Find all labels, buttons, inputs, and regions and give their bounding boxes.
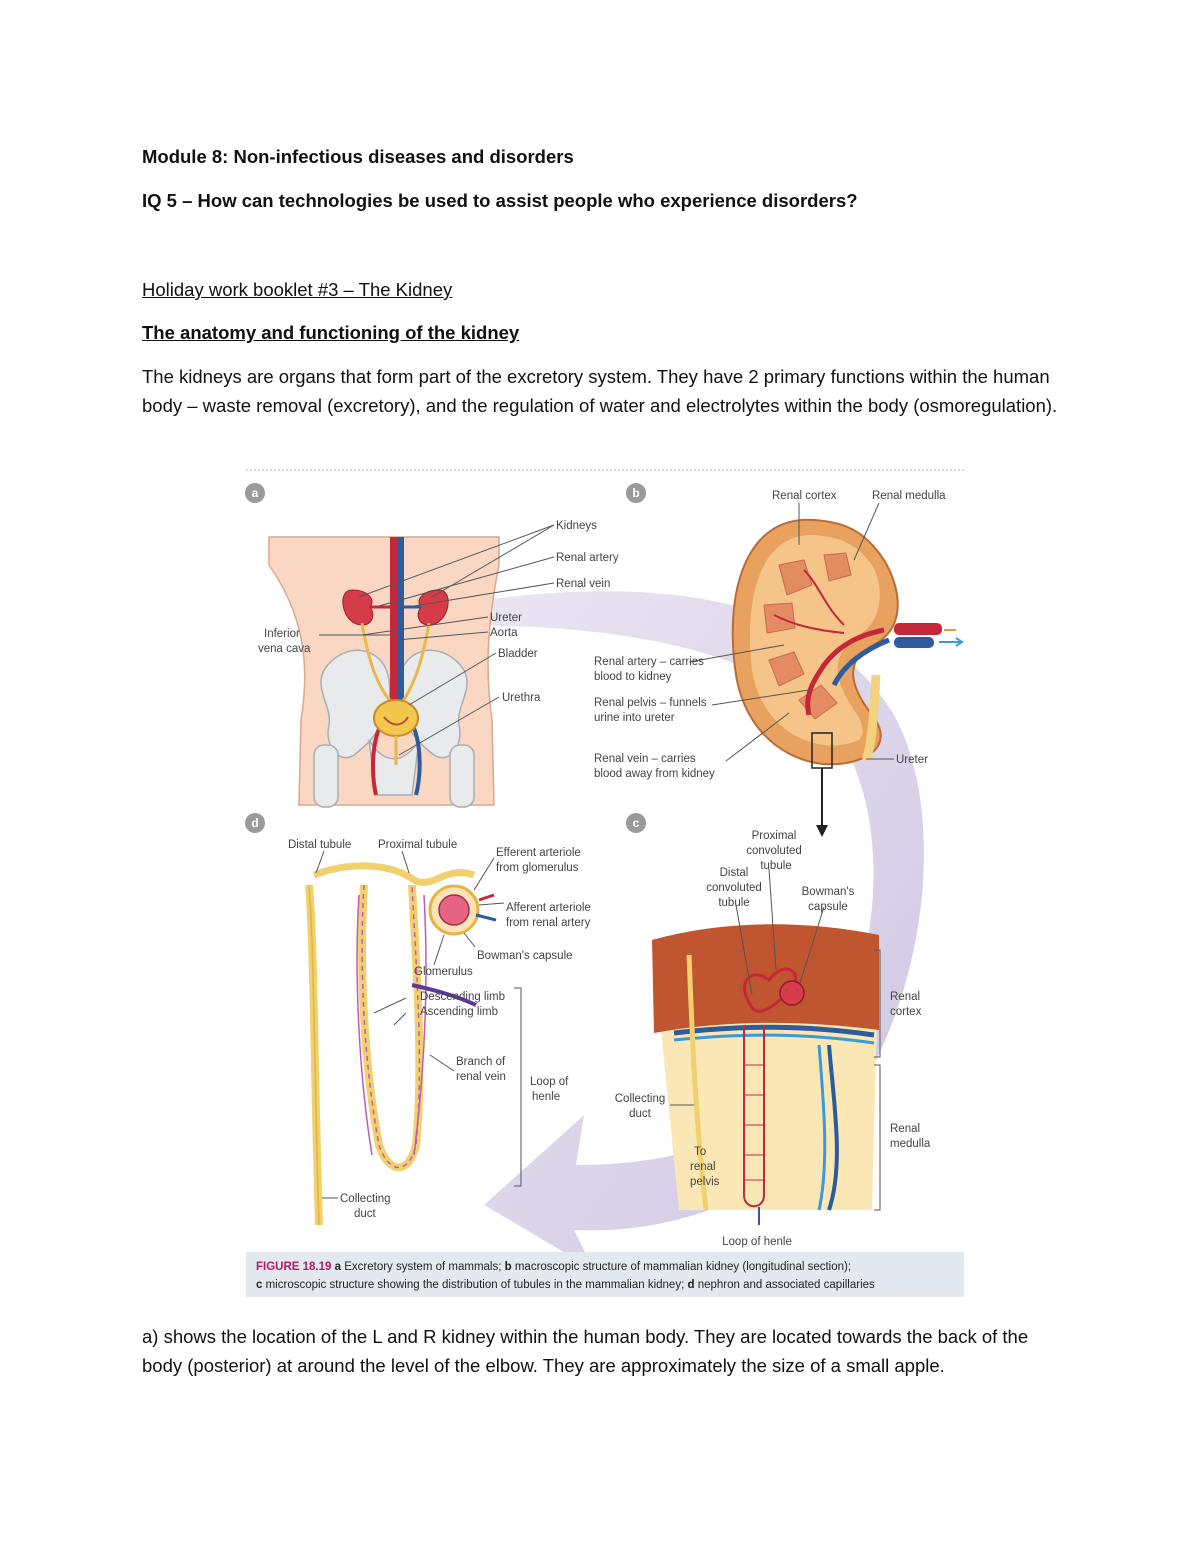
label-dct-2: convoluted — [706, 882, 762, 894]
module-title: Module 8: Non-infectious diseases and di… — [142, 146, 574, 167]
label-renal-vein-b-1: Renal vein – carries — [594, 753, 696, 765]
label-ivc-2: vena cava — [258, 643, 311, 655]
label-aorta: Aorta — [490, 627, 518, 639]
label-renal-medulla-b: Renal medulla — [872, 490, 946, 502]
label-renal-artery-b-1: Renal artery – carries — [594, 656, 704, 668]
label-pct-1: Proximal — [752, 830, 797, 842]
panel-d-nephron — [305, 862, 497, 1226]
panel-c-tissue — [652, 924, 879, 1225]
label-loop-d-1: Loop of — [530, 1076, 569, 1088]
label-pct-2: convoluted — [746, 845, 802, 857]
booklet-title: Holiday work booklet #3 – The Kidney — [142, 279, 453, 300]
label-bladder: Bladder — [498, 648, 538, 660]
label-ureter-a: Ureter — [490, 612, 522, 624]
label-renal-artery: Renal artery — [556, 552, 619, 564]
label-branch-1: Branch of — [456, 1056, 506, 1068]
label-glomerulus: Glomerulus — [414, 966, 473, 978]
label-distal-d: Distal tubule — [288, 839, 351, 851]
label-bowman-c-1: Bowman's — [802, 886, 855, 898]
panel-a-letter: a — [252, 486, 259, 500]
label-collecting-d-2: duct — [354, 1208, 377, 1220]
label-efferent-1: Efferent arteriole — [496, 847, 581, 859]
panel-a-torso — [245, 483, 500, 808]
label-cortex-c-1: Renal — [890, 991, 920, 1003]
label-renal-pelvis-1: Renal pelvis – funnels — [594, 697, 707, 709]
label-ureter-b: Ureter — [896, 754, 928, 766]
label-proximal-d: Proximal tubule — [378, 839, 457, 851]
label-urethra: Urethra — [502, 692, 541, 704]
figure-caption-line-1: FIGURE 18.19 a Excretory system of mamma… — [256, 1261, 851, 1273]
panel-b-kidney — [731, 518, 964, 837]
figure-caption-line-2: c microscopic structure showing the dist… — [256, 1279, 875, 1291]
panel-c-letter: c — [633, 816, 640, 830]
label-bowman-d: Bowman's capsule — [477, 950, 573, 962]
after-paragraph: a) shows the location of the L and R kid… — [142, 1326, 1029, 1376]
panel-b-letter: b — [632, 486, 639, 500]
label-loop-d-2: henle — [532, 1091, 560, 1103]
label-collecting-c-2: duct — [629, 1108, 652, 1120]
label-renal-artery-b-2: blood to kidney — [594, 671, 672, 683]
label-renal-vein: Renal vein — [556, 578, 610, 590]
label-cortex-c-2: cortex — [890, 1006, 922, 1018]
label-branch-2: renal vein — [456, 1071, 506, 1083]
panel-d-letter: d — [251, 816, 258, 830]
label-to-pelvis-1: To — [694, 1146, 706, 1158]
label-renal-pelvis-2: urine into ureter — [594, 712, 675, 724]
label-medulla-c-1: Renal — [890, 1123, 920, 1135]
label-loop-c: Loop of henle — [722, 1236, 792, 1248]
label-to-pelvis-3: pelvis — [690, 1176, 720, 1188]
intro-paragraph: The kidneys are organs that form part of… — [142, 366, 1058, 416]
label-efferent-2: from glomerulus — [496, 862, 579, 874]
label-pct-3: tubule — [760, 860, 791, 872]
label-collecting-c-1: Collecting — [615, 1093, 666, 1105]
kidney-figure: a Kidneys Renal artery Renal vein Ureter… — [244, 465, 966, 1301]
label-afferent-1: Afferent arteriole — [506, 902, 591, 914]
label-to-pelvis-2: renal — [690, 1161, 716, 1173]
label-medulla-c-2: medulla — [890, 1138, 931, 1150]
figure-number: FIGURE 18.19 — [256, 1261, 331, 1273]
label-ivc-1: Inferior — [264, 628, 300, 640]
label-afferent-2: from renal artery — [506, 917, 591, 929]
label-bowman-c-2: capsule — [808, 901, 848, 913]
label-collecting-d-1: Collecting — [340, 1193, 391, 1205]
inquiry-question: IQ 5 – How can technologies be used to a… — [142, 190, 858, 211]
label-renal-cortex-b: Renal cortex — [772, 490, 837, 502]
label-ascending: Ascending limb — [420, 1006, 498, 1018]
section-heading: The anatomy and functioning of the kidne… — [142, 322, 520, 343]
label-kidneys: Kidneys — [556, 520, 597, 532]
label-dct-3: tubule — [718, 897, 749, 909]
label-dct-1: Distal — [720, 867, 749, 879]
label-renal-vein-b-2: blood away from kidney — [594, 768, 715, 780]
kidney-figure-illustration: a Kidneys Renal artery Renal vein Ureter… — [245, 469, 964, 1297]
label-descending: Descending limb — [420, 991, 505, 1003]
